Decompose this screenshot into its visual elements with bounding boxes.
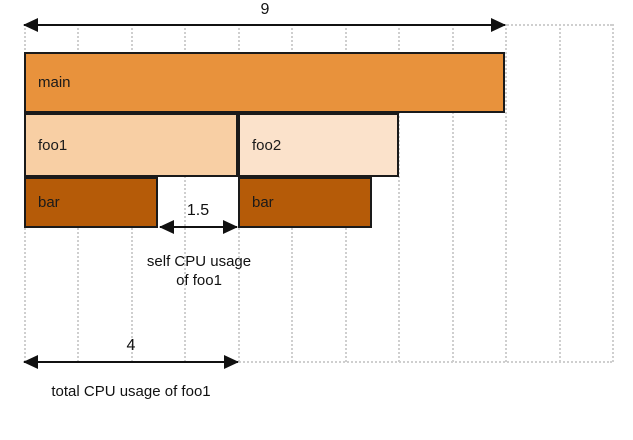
frame-label: main	[38, 74, 71, 91]
caption-total-cpu-usage: total CPU usage of foo1	[51, 383, 211, 400]
frame-main[interactable]: main	[24, 52, 505, 113]
caption-self-cpu-usage: self CPU usage of foo1	[146, 253, 252, 290]
arrow-shaft	[24, 24, 505, 26]
arrow-shaft	[160, 226, 237, 228]
frame-label: foo1	[38, 136, 68, 154]
measure-value-total-main: 9	[260, 1, 270, 18]
frame-bar-1[interactable]: bar	[24, 177, 158, 228]
measure-value-total-foo1: 4	[126, 337, 136, 354]
frame-foo2[interactable]: foo2	[238, 113, 399, 177]
gridline-vertical	[398, 24, 400, 362]
gridline-vertical	[559, 24, 561, 362]
frame-label: bar	[252, 194, 274, 211]
measure-value-self-foo1: 1.5	[186, 202, 210, 219]
gridline-horizontal	[24, 361, 612, 363]
arrow-head-right	[223, 220, 238, 234]
gridline-vertical	[612, 24, 614, 362]
gridline-vertical	[452, 24, 454, 362]
frame-foo1[interactable]: foo1	[24, 113, 238, 177]
frame-bar-2[interactable]: bar	[238, 177, 372, 228]
frame-label: foo2	[252, 136, 282, 154]
arrow-head-right	[224, 355, 239, 369]
arrow-head-left	[159, 220, 174, 234]
frame-label: bar	[38, 194, 60, 211]
arrow-shaft	[24, 361, 238, 363]
arrow-head-right	[491, 18, 506, 32]
arrow-head-left	[23, 18, 38, 32]
arrow-head-left	[23, 355, 38, 369]
gridline-vertical	[505, 24, 507, 362]
gridline-vertical	[184, 24, 186, 362]
